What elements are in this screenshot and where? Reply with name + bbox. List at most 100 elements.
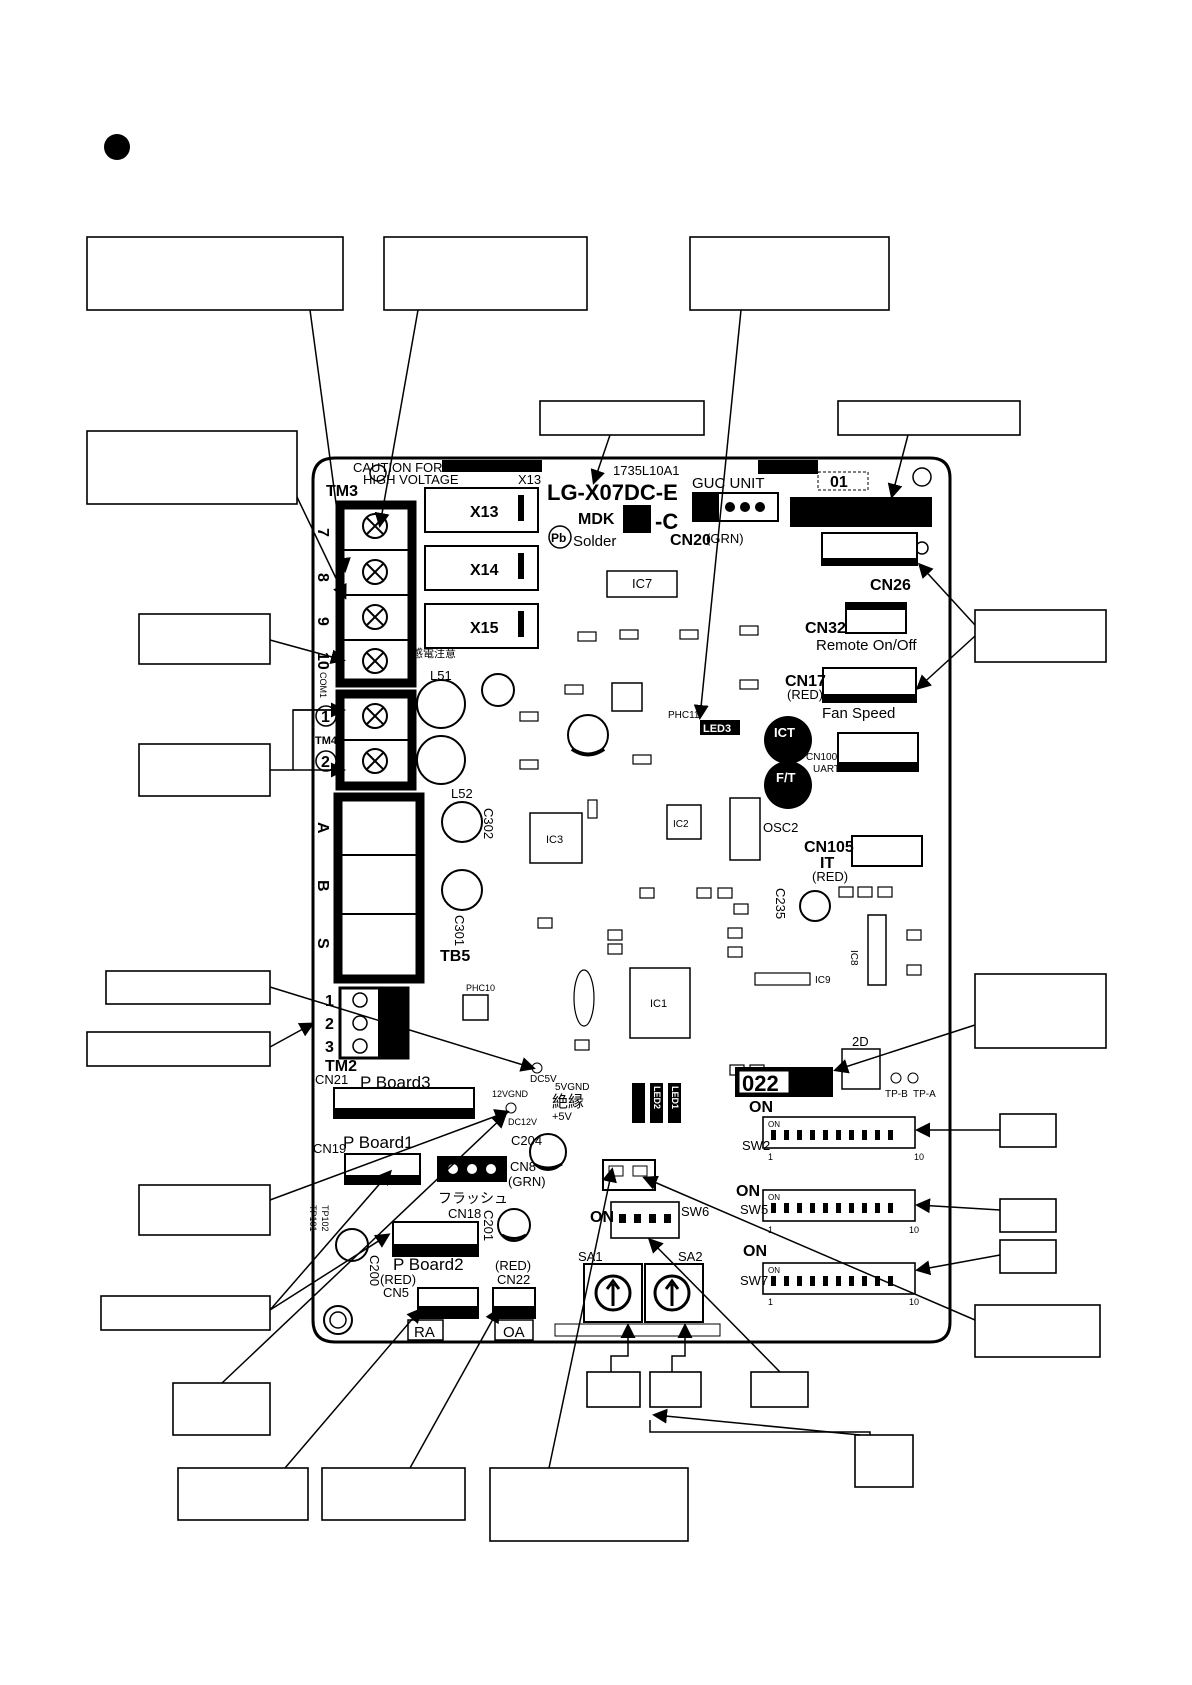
smd-parts — [519, 625, 922, 1076]
led3-block — [700, 720, 740, 735]
sw5-start: 1 — [768, 1225, 773, 1235]
sw5-inner-on: ON — [768, 1193, 780, 1202]
cn17-color: (RED) — [787, 687, 823, 702]
cn105-connector — [851, 835, 923, 867]
sw2-start: 1 — [768, 1152, 773, 1162]
led2-block — [650, 1083, 663, 1123]
v12gnd-label: 12VGND — [492, 1089, 529, 1099]
cn5-label: CN5 — [383, 1285, 409, 1300]
sa1-arrow-icon — [605, 1278, 621, 1306]
sa2-label: SA2 — [678, 1249, 703, 1264]
sw2-dip-switch[interactable] — [762, 1116, 916, 1149]
ic7-label: IC7 — [632, 576, 652, 591]
cn26-bottom — [822, 558, 917, 565]
top-black-bar — [790, 497, 932, 527]
callout-box — [100, 1295, 271, 1331]
callout-box — [489, 1467, 689, 1542]
tb5-pin-label: B — [314, 880, 331, 892]
cap-c201 — [497, 1208, 531, 1242]
caution-text-1: CAUTION FOR — [353, 460, 443, 475]
callout-box — [86, 430, 298, 505]
tm2-label: TM2 — [325, 1058, 357, 1075]
sw7-dip-switch[interactable] — [762, 1262, 916, 1295]
guc-pin — [725, 502, 735, 512]
cn32-label: CN32 — [805, 620, 846, 637]
cap-c501-base — [570, 747, 606, 757]
ra-label: RA — [414, 1324, 435, 1341]
cn5-bottom — [418, 1306, 478, 1318]
tm4-pin-label: 1 — [321, 709, 330, 726]
tp-dc5v — [531, 1062, 543, 1074]
tm3-screw-10 — [362, 648, 388, 674]
cn105-color: (RED) — [812, 869, 848, 884]
callout-box — [321, 1467, 466, 1521]
cn20-color: (GRN) — [706, 531, 744, 546]
c201-label: C201 — [481, 1210, 496, 1241]
tp-dc12v — [505, 1102, 517, 1114]
d2-box — [841, 1048, 881, 1090]
c200-label: C200 — [367, 1255, 382, 1286]
relay-x14 — [424, 545, 539, 591]
ic9 — [754, 972, 811, 986]
cn8-pin — [467, 1164, 477, 1174]
ft-text: F/T — [776, 770, 796, 785]
cn17-label: CN17 — [785, 673, 826, 690]
pboard2-label: P Board2 — [393, 1255, 464, 1274]
cn18-label: CN18 — [448, 1206, 481, 1221]
dip-value-inner — [738, 1070, 790, 1094]
ic8-label: IC8 — [848, 950, 859, 966]
tm3-screw-9 — [362, 604, 388, 630]
d2-label: 2D — [852, 1034, 869, 1049]
cn100-bottom — [838, 762, 918, 771]
ra-box — [407, 1319, 444, 1341]
sw6-dip-switch[interactable] — [610, 1201, 680, 1239]
ic8 — [867, 914, 887, 986]
guc-pin — [740, 502, 750, 512]
callout-box — [974, 1304, 1101, 1358]
callout-box — [86, 1031, 271, 1067]
ic3 — [529, 812, 583, 864]
ft-component — [764, 761, 812, 809]
inductor-l51 — [416, 679, 466, 729]
cap-c201-base — [501, 1233, 527, 1240]
cn8-color: (GRN) — [508, 1174, 546, 1189]
cn21-label: CN21 — [315, 1072, 348, 1087]
cn26-label: CN26 — [870, 577, 911, 594]
sw7-inner-on: ON — [768, 1266, 780, 1275]
led3-label: LED3 — [703, 723, 731, 735]
phc11 — [611, 682, 643, 712]
tm2-pin — [352, 992, 368, 1008]
l52-label: L52 — [451, 786, 473, 801]
sw5-dip-switch[interactable] — [762, 1189, 916, 1222]
callout-box — [383, 236, 588, 311]
cn32-top — [846, 603, 906, 610]
relay-x15-text: X15 — [470, 620, 499, 637]
cap-c200 — [335, 1228, 369, 1262]
callout-box — [649, 1371, 702, 1408]
cn22-color: (RED) — [495, 1258, 531, 1273]
ic7 — [606, 570, 678, 598]
tpa-label: TP-A — [913, 1089, 936, 1100]
leader-lines — [221, 309, 1001, 1469]
led1-block — [668, 1083, 681, 1123]
relay-x13-text: X13 — [470, 504, 499, 521]
cn17-bottom — [823, 694, 916, 702]
tp-b — [890, 1072, 902, 1084]
pb-text: Pb — [551, 531, 566, 545]
tm3-pin-label: 7 — [314, 528, 331, 537]
tb5-pin-label: A — [314, 822, 331, 834]
part-number: 1735L10A1 — [613, 463, 680, 478]
callout-box — [999, 1239, 1057, 1274]
sw5-end: 10 — [909, 1225, 919, 1235]
sw7-start: 1 — [768, 1297, 773, 1307]
callout-box — [750, 1371, 809, 1408]
guc-pin — [755, 502, 765, 512]
tm3-screw-7 — [362, 513, 388, 539]
sa1-rotary-switch[interactable] — [583, 1263, 643, 1323]
led2-label: LED2 — [652, 1086, 662, 1109]
tm4-screw-1 — [362, 703, 388, 729]
plus5v-label: +5V — [552, 1111, 573, 1123]
c235-label: C235 — [773, 888, 788, 919]
com1-label: COM1 — [318, 672, 328, 698]
callout-box — [86, 236, 344, 311]
